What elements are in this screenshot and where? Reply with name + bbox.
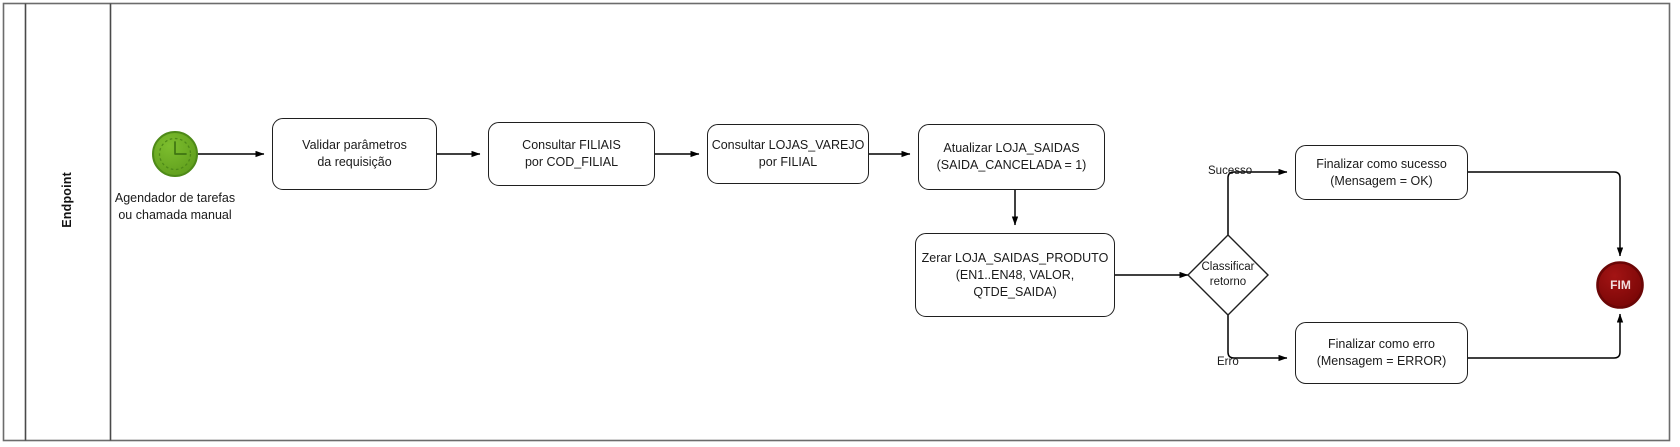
end-event-fim[interactable] — [1596, 261, 1644, 309]
sequence-flows — [198, 150, 1624, 362]
flow-gateway-to-erro — [1227, 315, 1288, 362]
task-consultar-filiais[interactable] — [488, 122, 655, 186]
flow-erro-to-fim — [1468, 313, 1624, 359]
task-validar-parametros[interactable] — [272, 118, 437, 190]
task-finalizar-sucesso[interactable] — [1295, 145, 1468, 200]
start-event-timer[interactable] — [152, 131, 198, 177]
task-finalizar-erro[interactable] — [1295, 322, 1468, 384]
start-event-caption: Agendador de tarefas ou chamada manual — [114, 191, 236, 222]
flow-sucesso-to-fim — [1468, 171, 1624, 257]
task-zerar-loja-saidas-produto[interactable] — [915, 233, 1115, 317]
edge-label-erro: Erro — [1217, 356, 1239, 368]
gateway-classificar-retorno[interactable] — [1187, 234, 1269, 316]
lane-title-endpoint: Endpoint — [60, 172, 74, 228]
edge-label-sucesso: Sucesso — [1208, 165, 1253, 177]
clock-icon — [158, 137, 192, 171]
flow-gateway-to-sucesso — [1227, 168, 1288, 235]
task-atualizar-loja-saidas[interactable] — [918, 124, 1105, 190]
task-consultar-lojas-varejo[interactable] — [707, 124, 869, 184]
